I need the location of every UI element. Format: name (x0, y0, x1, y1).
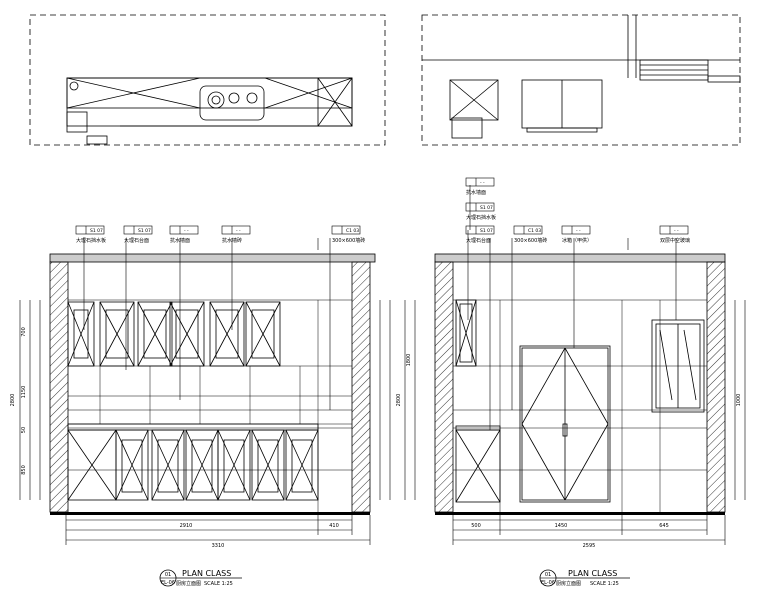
material-tag-label: 双层中空玻璃 (660, 237, 690, 244)
material-tag-label: 大理石挡水板 (466, 214, 496, 221)
dim-right-total: 2800 (396, 394, 402, 407)
dim-total-r: 2595 (583, 543, 596, 549)
dim-right-1: 1800 (406, 354, 412, 367)
material-tag: - - 双层中空玻璃 (659, 225, 690, 244)
material-tag: S1 07 大理石挡水板 (465, 202, 496, 221)
dim-bottom-r3: 645 (659, 523, 669, 529)
material-tag-code: - - (576, 229, 581, 234)
dim-left-4: 850 (21, 465, 27, 475)
dim-bottom-2: 410 (329, 523, 339, 529)
material-tag: - - 抗水墙砖 (221, 225, 251, 244)
material-tag-code: - - (184, 229, 189, 234)
dim-bottom-1: 2910 (180, 523, 193, 529)
material-tag-label: 大理石台面 (124, 237, 149, 244)
dim-bottom-r1: 500 (471, 523, 481, 529)
dim-right-2: 1000 (736, 394, 742, 407)
dim-left-3: 50 (21, 427, 27, 433)
material-tag-code: - - (480, 181, 485, 186)
material-tag-code: C1 03 (346, 228, 359, 234)
material-tag: - - 抗水墙面 (169, 225, 199, 244)
material-tag: C1 03 300×600墙砖 (331, 225, 365, 244)
drawing-title: PLAN CLASS (182, 569, 231, 578)
drawing-ref: EL-06 (161, 580, 175, 586)
drawing-subtitle: 厨房立面图 (556, 580, 581, 587)
dim-left-total: 2800 (10, 394, 16, 407)
material-tag-code: S1 07 (90, 228, 103, 234)
elevation-left (49, 238, 376, 515)
drawing-number: 01 (545, 572, 551, 578)
dimensions-right (404, 300, 746, 545)
material-tag: S1 07 大理石台面 (123, 225, 153, 244)
material-tag-label: 抗水墙砖 (222, 237, 242, 244)
dim-left-1: 700 (21, 327, 27, 337)
material-tag-label: 抗水墙面 (466, 189, 486, 196)
drawing-scale: SCALE 1:25 (204, 581, 233, 587)
material-tag-code: S1 07 (480, 205, 493, 211)
drawing-subtitle: 厨房立面图 (176, 580, 201, 587)
material-tag: - - 抗水墙面 (465, 177, 495, 196)
material-tag-label: 大理石挡水板 (76, 237, 106, 244)
material-tag: S1 07 大理石挡水板 (75, 225, 106, 244)
title-block-left: 01 EL-06 PLAN CLASS 厨房立面图 SCALE 1:25 (159, 569, 242, 587)
elevation-right (434, 185, 726, 515)
dim-total: 3310 (212, 543, 225, 549)
material-tag-label: 300×600墙砖 (514, 237, 547, 244)
material-tag-code: S1 07 (480, 228, 493, 234)
material-tag: C1 03 300×600墙砖 (513, 225, 547, 244)
material-tag-code: C1 03 (528, 228, 541, 234)
dimensions-left (19, 300, 391, 545)
dim-left-2: 1150 (21, 386, 27, 399)
material-tag-code: - - (236, 229, 241, 234)
material-tag-code: S1 07 (138, 228, 151, 234)
title-block-right: 01 EL-06 PLAN CLASS 厨房立面图 SCALE 1:25 (539, 569, 630, 587)
material-tag: - - 冰箱（甲供） (561, 225, 592, 244)
material-tag-label: 冰箱（甲供） (562, 237, 592, 244)
drawing-number: 01 (165, 572, 171, 578)
dim-bottom-r2: 1450 (555, 523, 568, 529)
drawing-ref: EL-06 (541, 580, 555, 586)
plan-view-left (29, 14, 386, 146)
material-tag: S1 07 大理石台面 (465, 225, 495, 244)
material-tag-label: 大理石台面 (466, 237, 491, 244)
drawing-scale: SCALE 1:25 (590, 581, 619, 587)
material-tag-code: - - (674, 229, 679, 234)
material-tag-label: 抗水墙面 (170, 237, 190, 244)
drawing-title: PLAN CLASS (568, 569, 617, 578)
plan-view-right (421, 14, 741, 146)
material-tag-label: 300×600墙砖 (332, 237, 365, 244)
